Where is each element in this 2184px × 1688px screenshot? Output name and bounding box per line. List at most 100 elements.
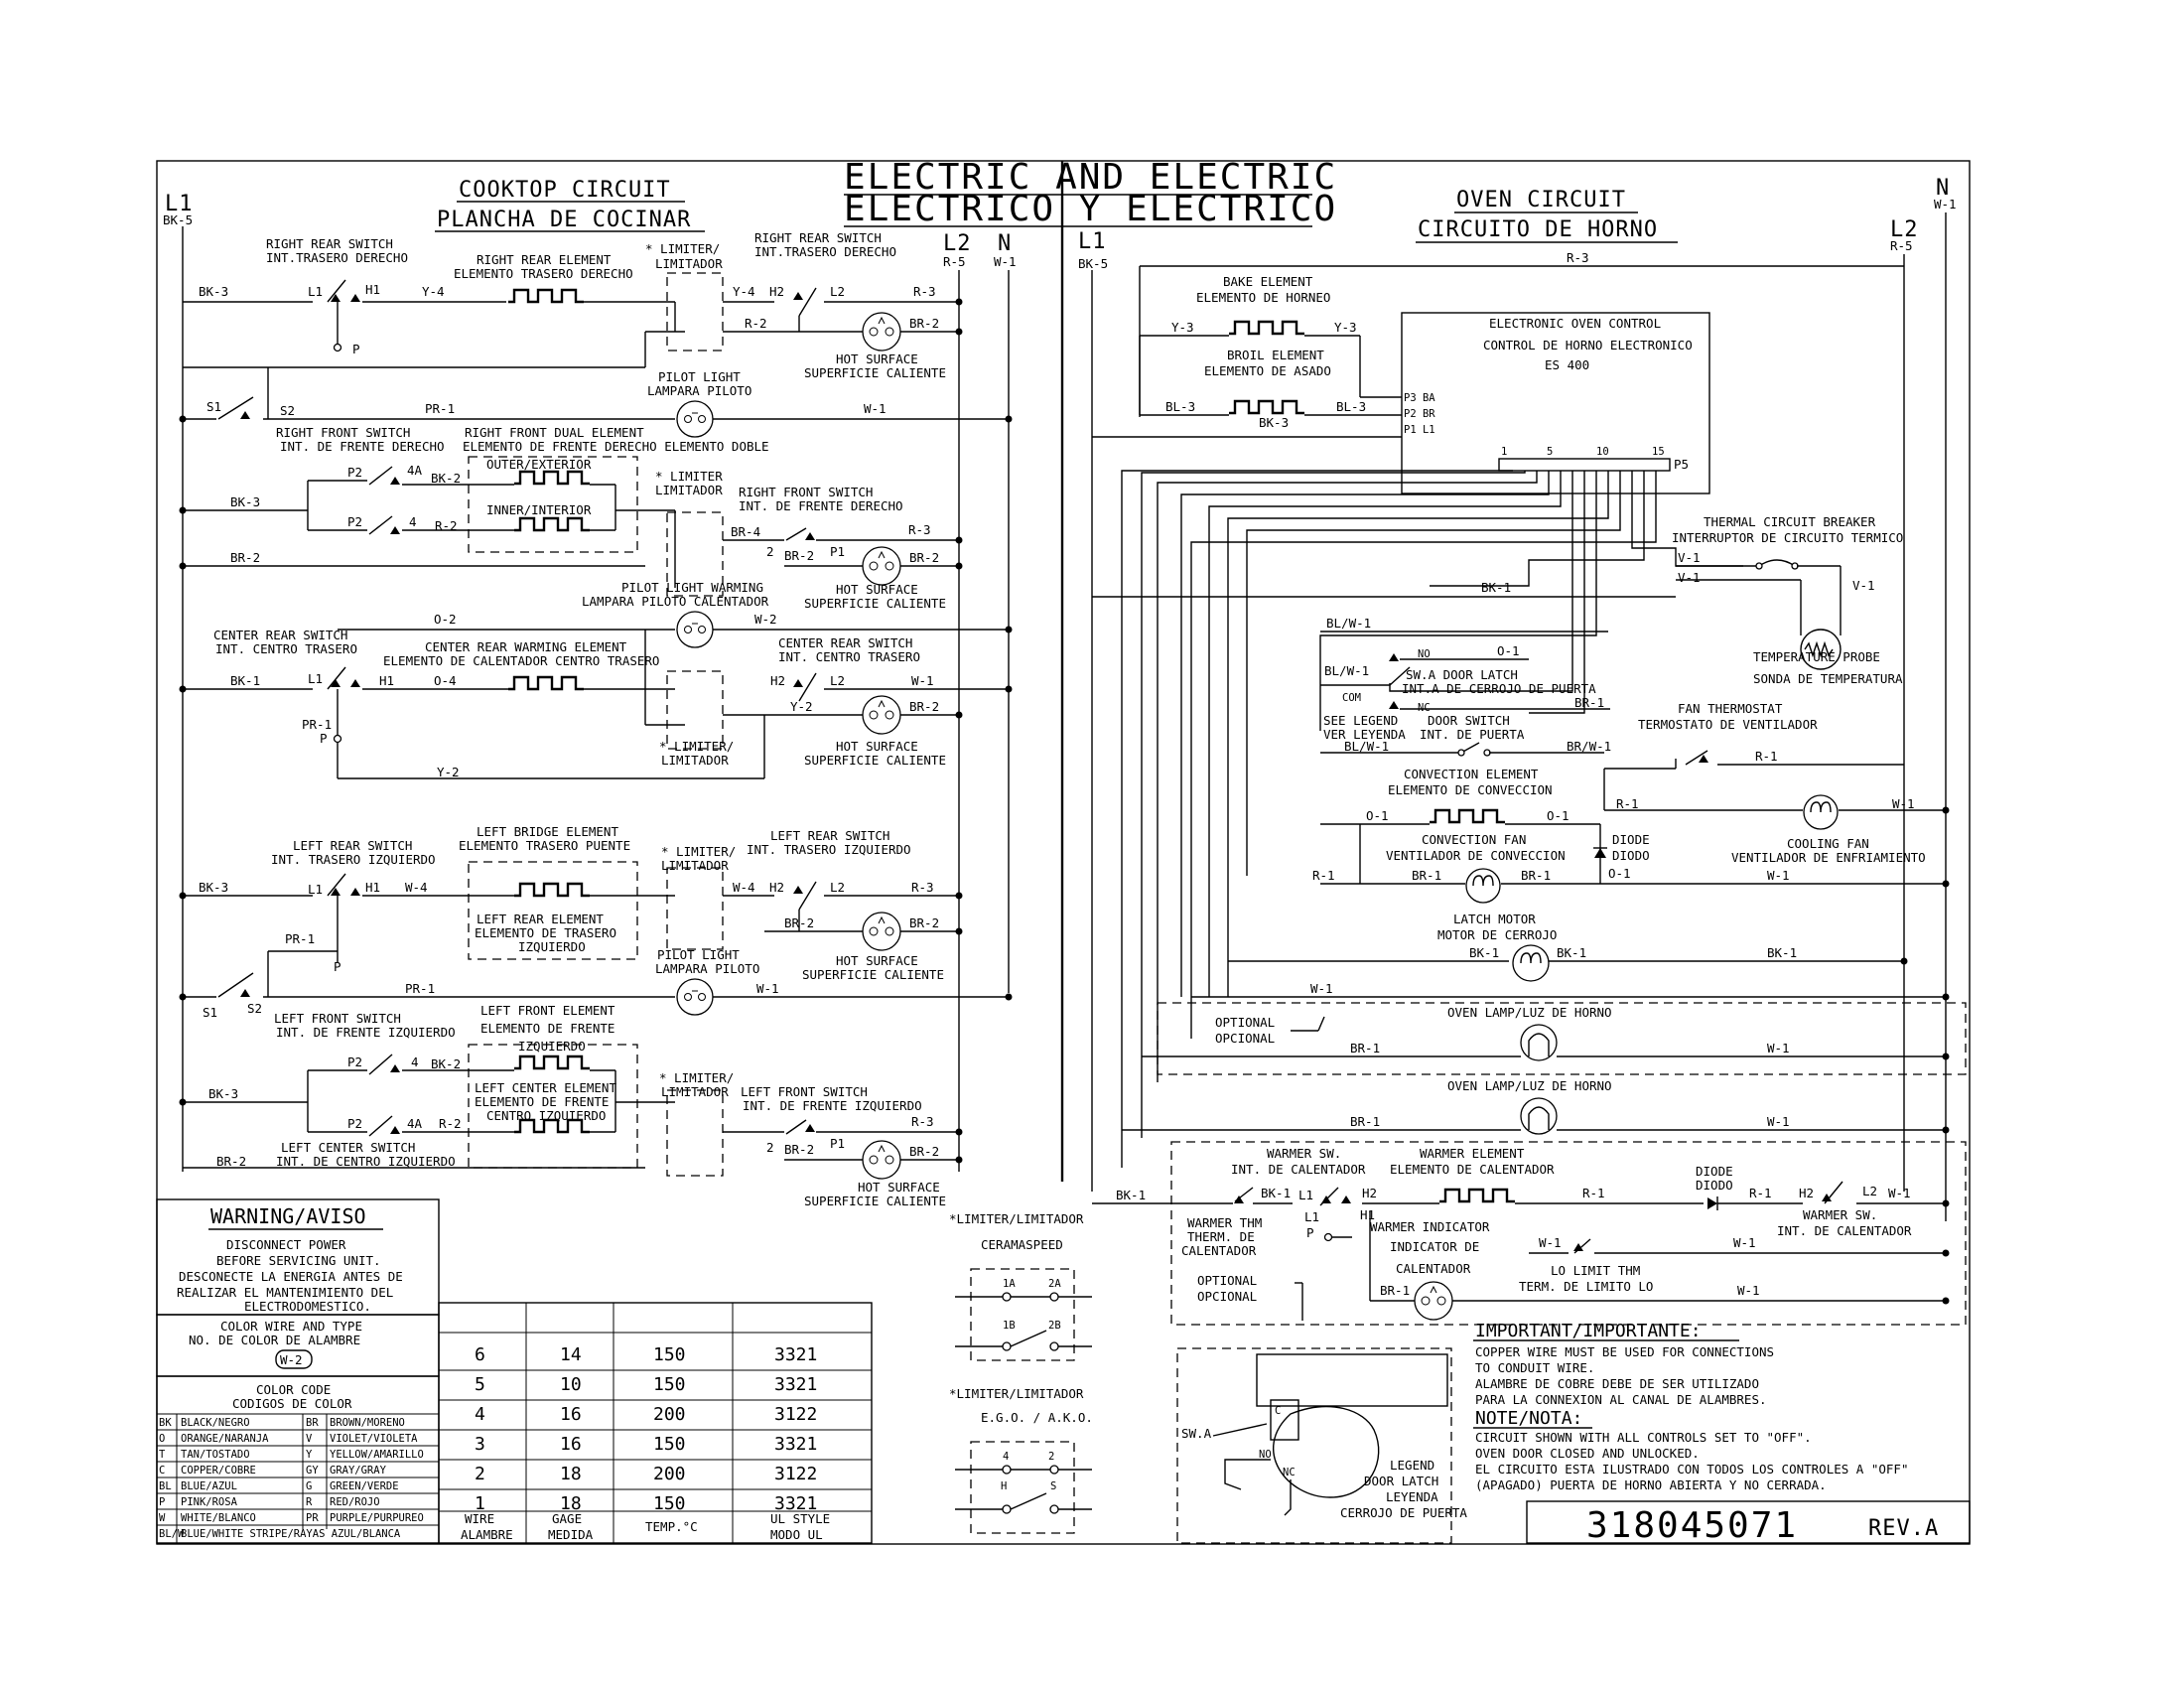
- svg-text:INT. DE CENTRO IZQUIERDO: INT. DE CENTRO IZQUIERDO: [276, 1154, 456, 1169]
- svg-text:10: 10: [1596, 446, 1609, 458]
- svg-text:LEFT FRONT SWITCH: LEFT FRONT SWITCH: [274, 1011, 401, 1026]
- color-abbr: BR: [306, 1417, 319, 1429]
- svg-text:RIGHT FRONT DUAL ELEMENT: RIGHT FRONT DUAL ELEMENT: [465, 425, 644, 440]
- svg-text:BK-1: BK-1: [1767, 945, 1797, 960]
- svg-text:BR-2: BR-2: [909, 550, 939, 565]
- svg-text:BK-1: BK-1: [1481, 580, 1511, 595]
- svg-text:1: 1: [1501, 446, 1507, 458]
- svg-text:N: N: [1936, 176, 1950, 201]
- svg-text:LIMITADOR: LIMITADOR: [655, 483, 723, 497]
- color-abbr: GY: [306, 1465, 319, 1477]
- right-front-burner-circuit: RIGHT FRONT SWITCH INT. DE FRENTE DERECH…: [179, 425, 963, 611]
- optional-oven-lamp: OPTIONAL OPCIONAL OVEN LAMP/LUZ DE HORNO…: [1142, 1002, 1967, 1075]
- svg-text:(APAGADO) PUERTA DE HORNO ABIE: (APAGADO) PUERTA DE HORNO ABIERTA Y NO C…: [1475, 1477, 1827, 1492]
- svg-text:H2: H2: [769, 880, 784, 895]
- warmer-drawer-circuit: BK-1 WARMER SW. INT. DE CALENTADOR WARME…: [1092, 1141, 1967, 1326]
- svg-text:BR-1: BR-1: [1350, 1114, 1380, 1129]
- svg-text:O-1: O-1: [1366, 808, 1389, 823]
- svg-text:BL-3: BL-3: [1336, 399, 1366, 414]
- wire-gauge-cell: 16: [560, 1404, 582, 1425]
- svg-text:IZQUIERDO: IZQUIERDO: [518, 939, 586, 954]
- svg-text:RIGHT REAR ELEMENT: RIGHT REAR ELEMENT: [477, 252, 612, 267]
- svg-text:BR-2: BR-2: [909, 1144, 939, 1159]
- svg-text:2B: 2B: [1048, 1320, 1061, 1332]
- svg-text:BR-2: BR-2: [909, 699, 939, 714]
- svg-text:2: 2: [1048, 1451, 1054, 1463]
- svg-text:BL/W-1: BL/W-1: [1324, 663, 1369, 678]
- svg-text:R-1: R-1: [1749, 1186, 1772, 1200]
- svg-text:HOT SURFACE: HOT SURFACE: [836, 953, 918, 968]
- svg-text:INT.TRASERO DERECHO: INT.TRASERO DERECHO: [754, 244, 896, 259]
- svg-text:R-3: R-3: [911, 880, 934, 895]
- svg-text:TEMP.°C: TEMP.°C: [645, 1519, 698, 1534]
- svg-text:PR-1: PR-1: [302, 717, 332, 732]
- color-code-table: COLOR CODE CODIGOS DE COLOR: [156, 1375, 440, 1544]
- svg-text:RIGHT FRONT SWITCH: RIGHT FRONT SWITCH: [739, 485, 873, 499]
- svg-text:IZQUIERDO: IZQUIERDO: [518, 1039, 586, 1054]
- svg-text:N: N: [998, 231, 1012, 256]
- svg-text:W-1: W-1: [1892, 796, 1915, 811]
- svg-text:INT. CENTRO TRASERO: INT. CENTRO TRASERO: [215, 641, 357, 656]
- color-name: PURPLE/PURPUREO: [330, 1512, 424, 1524]
- svg-text:WARMER ELEMENT: WARMER ELEMENT: [1420, 1146, 1525, 1161]
- svg-text:P1 L1: P1 L1: [1404, 424, 1435, 436]
- color-abbr: G: [306, 1480, 312, 1492]
- svg-text:P2: P2: [347, 514, 362, 529]
- svg-text:* LIMITER/: * LIMITER/: [659, 1070, 734, 1085]
- svg-text:IMPORTANT/IMPORTANTE:: IMPORTANT/IMPORTANTE:: [1475, 1321, 1702, 1341]
- svg-text:LAMPARA PILOTO: LAMPARA PILOTO: [655, 961, 759, 976]
- svg-text:WARMER SW.: WARMER SW.: [1803, 1207, 1877, 1222]
- svg-text:EL CIRCUITO ESTA ILUSTRADO CON: EL CIRCUITO ESTA ILUSTRADO CON TODOS LOS…: [1475, 1462, 1909, 1477]
- svg-text:VER LEYENDA: VER LEYENDA: [1323, 727, 1406, 742]
- svg-text:S: S: [1050, 1480, 1056, 1492]
- svg-text:BR-2: BR-2: [216, 1154, 246, 1169]
- svg-text:H2: H2: [1799, 1186, 1814, 1200]
- svg-text:ELEMENTO DE HORNEO: ELEMENTO DE HORNEO: [1196, 290, 1330, 305]
- svg-text:O-1: O-1: [1497, 643, 1520, 658]
- svg-text:E.G.O. / A.K.O.: E.G.O. / A.K.O.: [981, 1410, 1093, 1425]
- svg-text:R-1: R-1: [1755, 749, 1778, 764]
- svg-text:P5: P5: [1674, 457, 1689, 472]
- svg-text:INT. DE FRENTE DERECHO: INT. DE FRENTE DERECHO: [280, 439, 445, 454]
- svg-text:BK-3: BK-3: [208, 1086, 238, 1101]
- svg-text:INT. DE FRENTE IZQUIERDO: INT. DE FRENTE IZQUIERDO: [276, 1025, 456, 1040]
- svg-text:THERMAL CIRCUIT BREAKER: THERMAL CIRCUIT BREAKER: [1704, 514, 1876, 529]
- svg-text:DESCONECTE LA ENERGIA ANTES DE: DESCONECTE LA ENERGIA ANTES DE: [179, 1269, 403, 1284]
- svg-text:W-1: W-1: [1733, 1235, 1756, 1250]
- svg-text:BK-5: BK-5: [163, 212, 193, 227]
- svg-text:INT. TRASERO IZQUIERDO: INT. TRASERO IZQUIERDO: [747, 842, 911, 857]
- color-name: PINK/ROSA: [181, 1496, 238, 1508]
- svg-text:BK-1: BK-1: [1116, 1188, 1146, 1202]
- diagram-title: ELECTRIC AND ELECTRIC ELECTRICO Y ELECTR…: [844, 157, 1335, 229]
- color-abbr: O: [159, 1433, 165, 1445]
- svg-text:H2: H2: [1362, 1186, 1377, 1200]
- svg-text:BR-1: BR-1: [1412, 868, 1441, 883]
- svg-text:PR-1: PR-1: [425, 401, 455, 416]
- svg-text:ELEMENTO DE CONVECCION: ELEMENTO DE CONVECCION: [1388, 782, 1553, 797]
- oven-circuit-title: OVEN CIRCUIT CIRCUITO DE HORNO: [1416, 188, 1678, 243]
- svg-text:W-2: W-2: [754, 612, 777, 627]
- svg-text:CALENTADOR: CALENTADOR: [1396, 1261, 1471, 1276]
- svg-text:15: 15: [1652, 446, 1665, 458]
- svg-text:LO LIMIT THM: LO LIMIT THM: [1551, 1263, 1640, 1278]
- svg-text:BAKE ELEMENT: BAKE ELEMENT: [1223, 274, 1313, 289]
- color-name: TAN/TOSTADO: [181, 1449, 250, 1461]
- svg-text:NOTE/NOTA:: NOTE/NOTA:: [1475, 1408, 1582, 1429]
- svg-text:NO. DE COLOR DE ALAMBRE: NO. DE COLOR DE ALAMBRE: [189, 1333, 360, 1347]
- svg-text:LEFT REAR SWITCH: LEFT REAR SWITCH: [293, 838, 412, 853]
- svg-text:P: P: [1306, 1225, 1314, 1240]
- svg-text:W-1: W-1: [1767, 1041, 1790, 1055]
- svg-text:SUPERFICIE CALIENTE: SUPERFICIE CALIENTE: [804, 1194, 946, 1208]
- svg-text:R-5: R-5: [943, 254, 966, 269]
- svg-text:V-1: V-1: [1852, 578, 1875, 593]
- svg-text:Y-2: Y-2: [790, 699, 813, 714]
- svg-text:BR-1: BR-1: [1521, 868, 1551, 883]
- svg-text:O-4: O-4: [434, 673, 457, 688]
- svg-text:BK-3: BK-3: [230, 494, 260, 509]
- svg-text:H2: H2: [770, 673, 785, 688]
